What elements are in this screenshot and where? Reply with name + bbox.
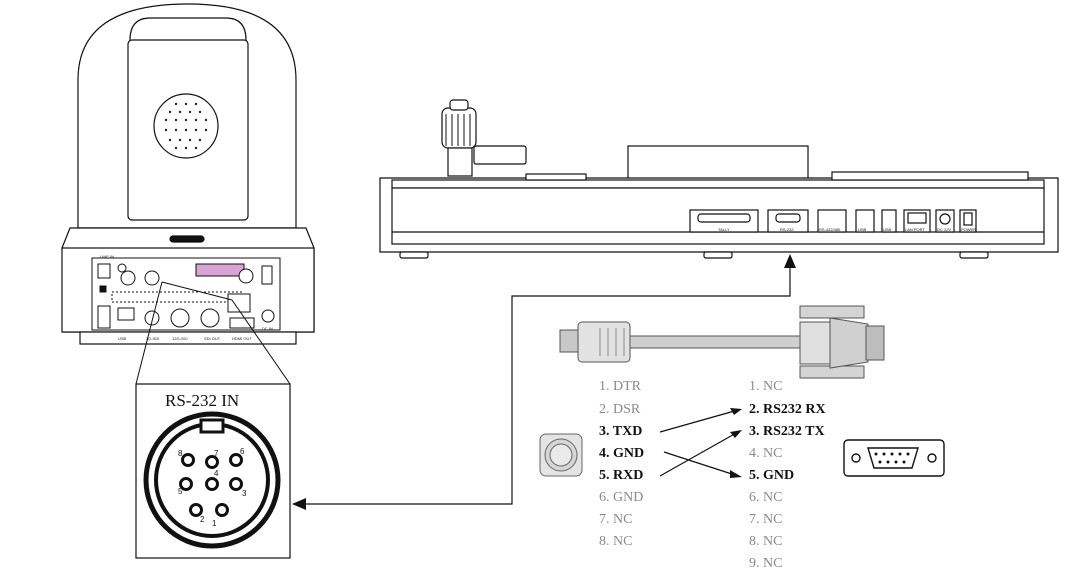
camera-port-label: 12G-SDI [172,336,188,341]
svg-text:8: 8 [178,449,183,458]
arrow-to-din [292,498,306,510]
svg-text:3: 3 [242,489,247,498]
left-pin-5: 5. RXD [599,468,644,483]
arrow-to-controller [784,254,796,268]
svg-text:RS-232: RS-232 [780,227,794,232]
controller-port-labels: TALLY RS-232 RS-422/485 USB USB LAN PORT… [718,227,976,232]
right-pin-5: 5. GND [749,468,795,483]
arrow-gnd-to-gnd [730,470,742,478]
db9-icon [843,439,945,477]
camera-rear-panel [97,263,275,329]
right-pin-2: 2. RS232 RX [749,402,826,417]
left-pin-3: 3. TXD [599,424,643,439]
camera-port-label: USB [118,336,127,341]
svg-text:USB: USB [883,227,892,232]
camera-port-label: LINE IN [100,254,114,259]
cable-illustration [559,305,885,379]
din-title-label: RS-232 IN [165,391,240,410]
left-pin-2: 2. DSR [599,402,641,417]
right-pin-3: 3. RS232 TX [749,424,825,439]
camera-port-label: SDI OUT [204,336,221,341]
svg-text:7: 7 [214,449,219,458]
svg-text:RS-422/485: RS-422/485 [819,227,841,232]
callout-lines [135,281,291,385]
din-pin-numbers: 1 2 3 4 5 6 7 8 [178,447,247,528]
right-pin-1: 1. NC [749,379,783,394]
svg-text:4: 4 [214,469,219,478]
ptz-controller [379,99,1059,259]
camera-port-label: 3G-SDI [146,336,159,341]
svg-text:5: 5 [178,487,183,496]
camera-port-label: HDMI OUT [232,336,252,341]
left-pin-7: 7. NC [599,512,633,527]
svg-text:2: 2 [200,515,205,524]
right-pin-6: 6. NC [749,490,783,505]
left-pin-4: 4. GND [599,446,645,461]
left-pin-8: 8. NC [599,534,633,549]
svg-text:USB: USB [858,227,867,232]
svg-text:DC 12V: DC 12V [937,227,951,232]
arrow-txd-to-rx [730,408,742,415]
svg-text:1: 1 [212,519,217,528]
din-connector-box [135,383,291,559]
din-icon [539,433,583,477]
camera-port-label: DC IN [262,326,273,331]
arrow-rxd-to-tx [730,430,742,438]
svg-text:LAN PORT: LAN PORT [905,227,925,232]
svg-text:POWER: POWER [961,227,976,232]
right-pin-4: 4. NC [749,446,783,461]
ptz-camera [61,3,315,345]
right-pin-7: 7. NC [749,512,783,527]
svg-text:6: 6 [240,447,245,456]
left-pin-6: 6. GND [599,490,644,505]
svg-text:TALLY: TALLY [718,227,730,232]
connection-line [304,268,791,505]
dip-switch [195,263,245,277]
right-pin-8: 8. NC [749,534,783,549]
right-pin-9: 9. NC [749,556,783,571]
left-pin-1: 1. DTR [599,379,641,394]
wiring-lines [659,409,739,477]
speaker-grille [164,102,208,150]
